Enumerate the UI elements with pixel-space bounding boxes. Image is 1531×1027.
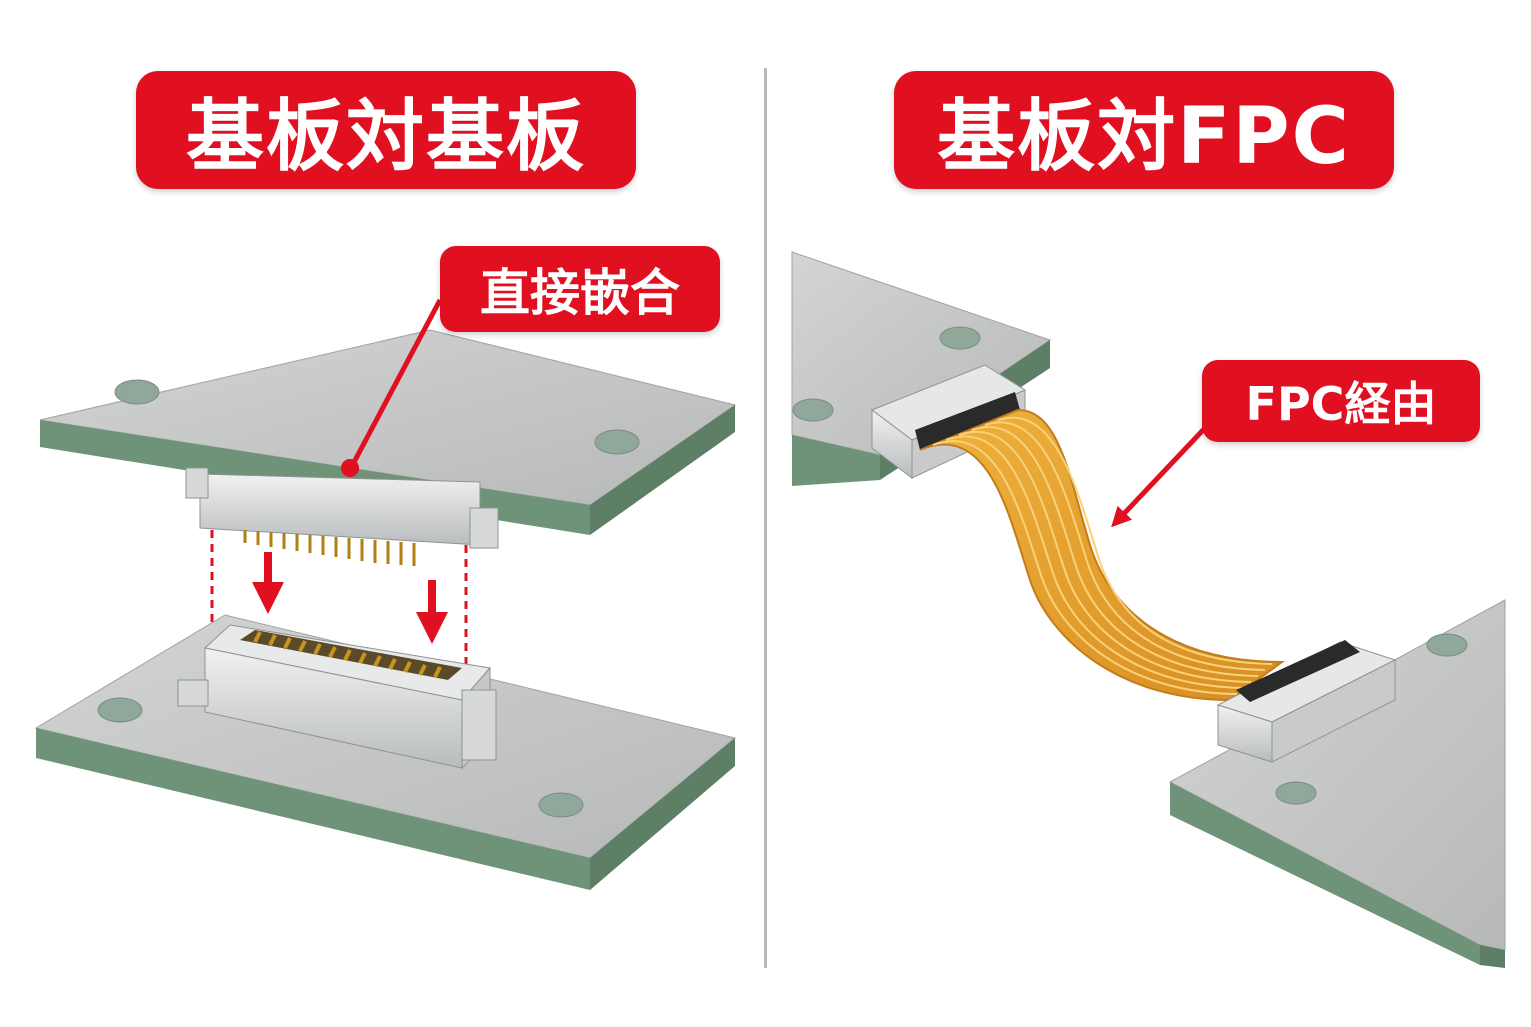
- board-to-board-title: 基板対基板: [136, 71, 636, 189]
- alignment-guides: [210, 530, 468, 680]
- via-fpc-callout: FPC経由: [1202, 360, 1480, 442]
- receptacle-connector: [177, 624, 497, 770]
- fpc-lower-board: [1168, 599, 1506, 968]
- fpc-callout-pointer: [1111, 426, 1207, 528]
- direct-callout-pointer: [341, 298, 443, 477]
- fpc-cable: [919, 408, 1286, 702]
- fpc-connector-lower: [1216, 640, 1397, 763]
- direct-mating-callout: 直接嵌合: [440, 246, 720, 332]
- mating-arrows: [252, 552, 448, 644]
- board-to-fpc-title: 基板対FPC: [894, 71, 1394, 189]
- plug-connector: [185, 467, 499, 566]
- panel-divider: [764, 68, 767, 968]
